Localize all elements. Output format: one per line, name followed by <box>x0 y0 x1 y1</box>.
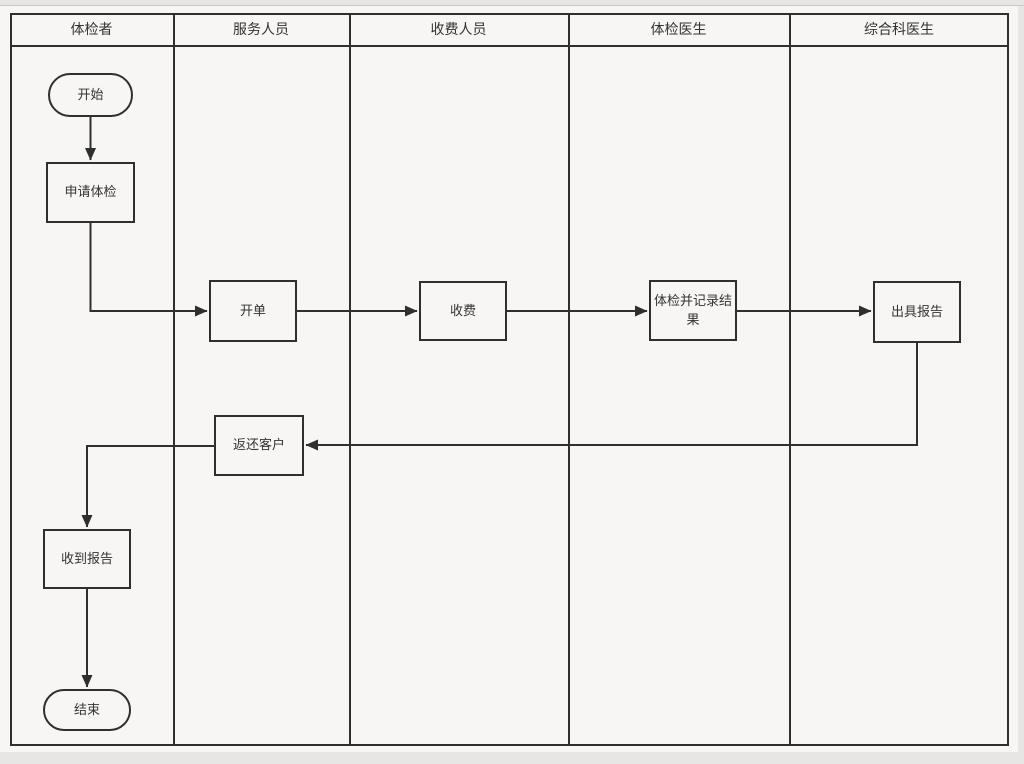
node-apply-exam: 申请体检 <box>46 162 135 223</box>
node-create-order: 开单 <box>209 280 297 342</box>
node-receive-report: 收到报告 <box>43 529 131 589</box>
lane-divider <box>173 13 175 746</box>
lane-header-cashier: 收费人员 <box>430 21 487 37</box>
lane-header-service-staff: 服务人员 <box>233 21 289 37</box>
lane-header-examinee: 体检者 <box>70 21 113 37</box>
page-edge-line <box>0 5 1024 6</box>
diagram-frame <box>10 13 1009 746</box>
lane-header-general-doctor: 综合科医生 <box>864 21 934 37</box>
node-issue-report: 出具报告 <box>873 281 961 343</box>
node-exam-and-record: 体检并记录结果 <box>649 280 737 341</box>
node-charge-fee: 收费 <box>419 281 507 341</box>
lane-divider <box>349 13 351 746</box>
lane-header-separator <box>10 45 1009 47</box>
lane-divider <box>789 13 791 746</box>
lane-divider <box>568 13 570 746</box>
node-end: 结束 <box>43 689 131 731</box>
lane-header-exam-doctor: 体检医生 <box>650 21 707 37</box>
node-start: 开始 <box>48 73 133 117</box>
node-return-customer: 返还客户 <box>214 415 304 476</box>
